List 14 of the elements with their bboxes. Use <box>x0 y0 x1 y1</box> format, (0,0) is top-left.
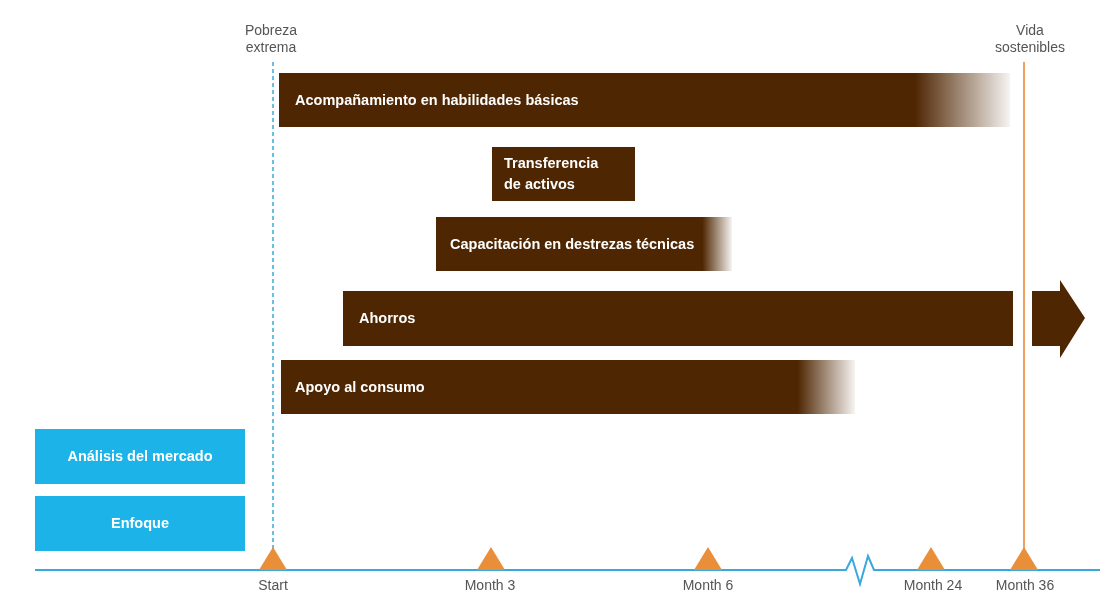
phase-bar: Apoyo al consumo <box>281 360 855 414</box>
tick-label: Start <box>257 577 289 594</box>
tick-label: Month 3 <box>463 577 517 594</box>
phase-bar: Ahorros <box>343 291 1013 346</box>
tick-label: Month 6 <box>681 577 735 594</box>
focus-box: Análisis del mercado <box>35 429 245 484</box>
tick-label: Month 24 <box>902 577 964 594</box>
marker-label: Pobreza extrema <box>243 22 299 56</box>
focus-box: Enfoque <box>35 496 245 551</box>
phase-bar: Capacitación en destrezas técnicas <box>436 217 732 271</box>
phase-bar: Transferencia de activos <box>492 147 635 201</box>
phase-bar: Acompañamiento en habilidades básicas <box>279 73 1010 127</box>
tick-label: Month 36 <box>994 577 1056 594</box>
marker-label: Vida sostenibles <box>993 22 1066 56</box>
